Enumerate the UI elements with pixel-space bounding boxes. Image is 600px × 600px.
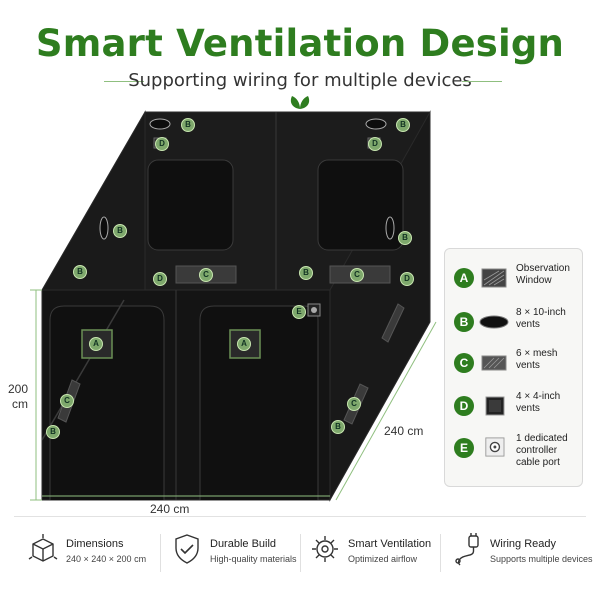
- feature-subtitle: High-quality materials: [210, 554, 297, 564]
- tent-tag-c: C: [347, 397, 361, 411]
- feature-wiring-ready: Wiring Ready Supports multiple devices: [450, 530, 593, 574]
- tent-tag-c: C: [199, 268, 213, 282]
- width-dimension-label: 240 cm: [150, 502, 190, 516]
- vent-icon: [479, 315, 509, 329]
- height-dimension-unit: cm: [12, 397, 28, 411]
- tent-tag-d: D: [368, 137, 382, 151]
- cube-icon: [28, 534, 58, 562]
- feature-title: Durable Build: [210, 538, 277, 550]
- tent-tag-c: C: [350, 268, 364, 282]
- dimension-lines: [30, 289, 437, 501]
- legend-badge: E: [454, 438, 474, 458]
- feature-subtitle: Supports multiple devices: [490, 554, 593, 564]
- tent-left-wall: [41, 110, 146, 291]
- feature-separator: [300, 534, 301, 572]
- page-title: Smart Ventilation Design: [35, 22, 565, 65]
- feature-subtitle: Optimized airflow: [348, 554, 418, 564]
- legend-badge: B: [454, 312, 474, 332]
- tent-tag-b: B: [181, 118, 195, 132]
- feature-subtitle: 240 × 240 × 200 cm: [66, 554, 147, 564]
- tent-tag-b: B: [73, 265, 87, 279]
- feature-title: Wiring Ready: [490, 538, 557, 550]
- gear-icon: [312, 536, 338, 562]
- feature-smart-ventilation: Smart Ventilation Optimized airflow: [308, 530, 438, 574]
- subtitle-rule-right: [462, 81, 502, 82]
- plug-icon: [455, 533, 479, 566]
- tent-tag-d: D: [155, 137, 169, 151]
- subtitle-rule-left: [104, 81, 144, 82]
- back-window-left: [147, 159, 234, 251]
- depth-dimension-label: 240 cm: [384, 424, 424, 438]
- cable-port-icon: [485, 437, 505, 457]
- tent-tag-b: B: [299, 266, 313, 280]
- vent-top-right: [365, 118, 387, 130]
- legend-badge: D: [454, 396, 474, 416]
- subtitle-row: Supporting wiring for multiple devices: [0, 70, 600, 92]
- vent-top-left: [149, 118, 171, 130]
- feature-dimensions: Dimensions 240 × 240 × 200 cm: [26, 530, 156, 574]
- small-vent-icon: [485, 396, 505, 416]
- leaf-icon: [290, 96, 310, 109]
- back-window-right: [317, 159, 404, 251]
- legend-badge: A: [454, 268, 474, 288]
- feature-separator: [440, 534, 441, 572]
- feature-title: Dimensions: [66, 538, 124, 550]
- feature-separator: [160, 534, 161, 572]
- height-dimension-value: 200: [8, 382, 29, 396]
- tent-tag-a: A: [89, 337, 103, 351]
- tent-tag-c: C: [60, 394, 74, 408]
- tent-tag-d: D: [153, 272, 167, 286]
- tent-tag-b: B: [398, 231, 412, 245]
- front-door-left: [49, 305, 165, 500]
- tent-tag-e: E: [292, 305, 306, 319]
- shield-check-icon: [175, 534, 199, 564]
- tent-tag-b: B: [331, 420, 345, 434]
- tent-tag-a: A: [237, 337, 251, 351]
- observation-window-icon: [481, 268, 507, 288]
- tent-tag-b: B: [113, 224, 127, 238]
- mesh-vent-icon: [481, 355, 507, 371]
- feature-durable-build: Durable Build High-quality materials: [170, 530, 300, 574]
- tent-tag-b: B: [396, 118, 410, 132]
- page-subtitle: Supporting wiring for multiple devices: [128, 70, 472, 91]
- tent-tag-b: B: [46, 425, 60, 439]
- footer-divider: [14, 516, 586, 517]
- tent-tag-d: D: [400, 272, 414, 286]
- legend-badge: C: [454, 353, 474, 373]
- feature-title: Smart Ventilation: [348, 538, 432, 550]
